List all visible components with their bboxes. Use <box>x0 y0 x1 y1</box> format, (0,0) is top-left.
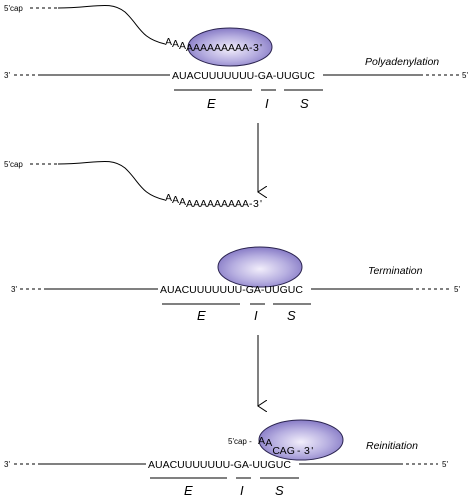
five-prime-label: 5' <box>462 71 468 80</box>
nucleotide-sequence: AUACUUUUUUU-GA-UUGUC <box>172 70 315 82</box>
three-prime-label: 3' <box>11 285 17 294</box>
three-prime-label: 3' <box>4 460 10 469</box>
panel-reinitiation: 5'cap - AACAG - 3' 3' AUACUUUUUUU-GA-UUG… <box>4 419 448 498</box>
region-s-label: S <box>287 308 296 323</box>
nucleotide-sequence: AUACUUUUUUU-GA-UUGUC <box>160 284 303 296</box>
nucleotide-sequence: AUACUUUUUUU-GA-UUGUC <box>148 459 291 471</box>
region-e-label: E <box>207 96 216 111</box>
panel-released-mrna: 5'cap AAAAAAAAAAAA-3' <box>4 160 262 210</box>
region-i-label: I <box>240 483 244 498</box>
region-e-label: E <box>184 483 193 498</box>
reinitiation-sequence: AACAG - 3' <box>258 435 313 457</box>
cap-label: 5'cap - <box>228 437 252 446</box>
stage-label: Polyadenylation <box>365 56 439 68</box>
five-prime-label: 5' <box>442 460 448 469</box>
cap-label: 5'cap <box>4 160 23 169</box>
five-prime-label: 5' <box>454 285 460 294</box>
panel-polyadenylation: 5'cap AAAAAAAAAAAA-3' 3' AUACUUUUUUU-GA-… <box>4 4 468 111</box>
region-e-label: E <box>197 308 206 323</box>
region-i-label: I <box>265 96 269 111</box>
region-s-label: S <box>300 96 309 111</box>
ribosome <box>187 27 273 67</box>
region-s-label: S <box>275 483 284 498</box>
mrna-strand <box>57 4 166 45</box>
stage-label: Reinitiation <box>366 440 418 452</box>
region-i-label: I <box>254 308 258 323</box>
mrna-strand <box>57 160 166 201</box>
stage-label: Termination <box>368 265 423 277</box>
cap-label: 5'cap <box>4 4 23 13</box>
poly-a-tail: AAAAAAAAAAAA-3' <box>165 192 262 210</box>
three-prime-label: 3' <box>4 71 10 80</box>
panel-termination: 3' AUACUUUUUUU-GA-UUGUC 5' Termination E… <box>11 246 460 323</box>
ribosome <box>217 246 303 288</box>
ribosome <box>258 419 344 461</box>
poly-a-tail: AAAAAAAAAAAA-3' <box>165 36 262 54</box>
